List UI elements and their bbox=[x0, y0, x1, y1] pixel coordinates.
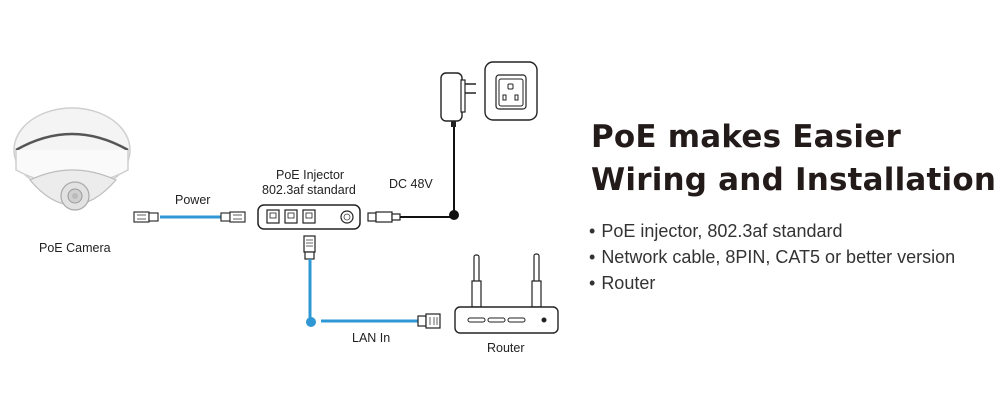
feature-list: PoE injector, 802.3af standard Network c… bbox=[589, 218, 955, 296]
camera-label: PoE Camera bbox=[39, 241, 111, 255]
heading-line2: Wiring and Installation bbox=[591, 162, 997, 198]
dc-plug bbox=[367, 125, 459, 223]
power-adapter-icon bbox=[440, 72, 476, 127]
dome-camera-icon bbox=[13, 107, 131, 211]
poe-wiring-diagram: PoE Camera Power PoE Injector 802.3af st… bbox=[13, 61, 559, 355]
feature-item: Router bbox=[589, 270, 955, 296]
heading-line1: PoE makes Easier bbox=[591, 119, 901, 155]
feature-item: Network cable, 8PIN, CAT5 or better vers… bbox=[589, 244, 955, 270]
router-icon bbox=[454, 253, 559, 334]
dc-label: DC 48V bbox=[389, 177, 433, 191]
power-label: Power bbox=[175, 193, 210, 207]
power-cable bbox=[133, 211, 246, 223]
lan-cable bbox=[303, 235, 441, 329]
heading: PoE makes Easier Wiring and Installation bbox=[591, 116, 996, 202]
lan-label: LAN In bbox=[352, 331, 390, 345]
feature-item: PoE injector, 802.3af standard bbox=[589, 218, 955, 244]
router-label: Router bbox=[487, 341, 525, 355]
wall-outlet-icon bbox=[484, 61, 538, 121]
poe-injector-icon bbox=[257, 204, 361, 230]
injector-label-line2: 802.3af standard bbox=[262, 183, 356, 197]
injector-label-line1: PoE Injector bbox=[276, 168, 344, 182]
